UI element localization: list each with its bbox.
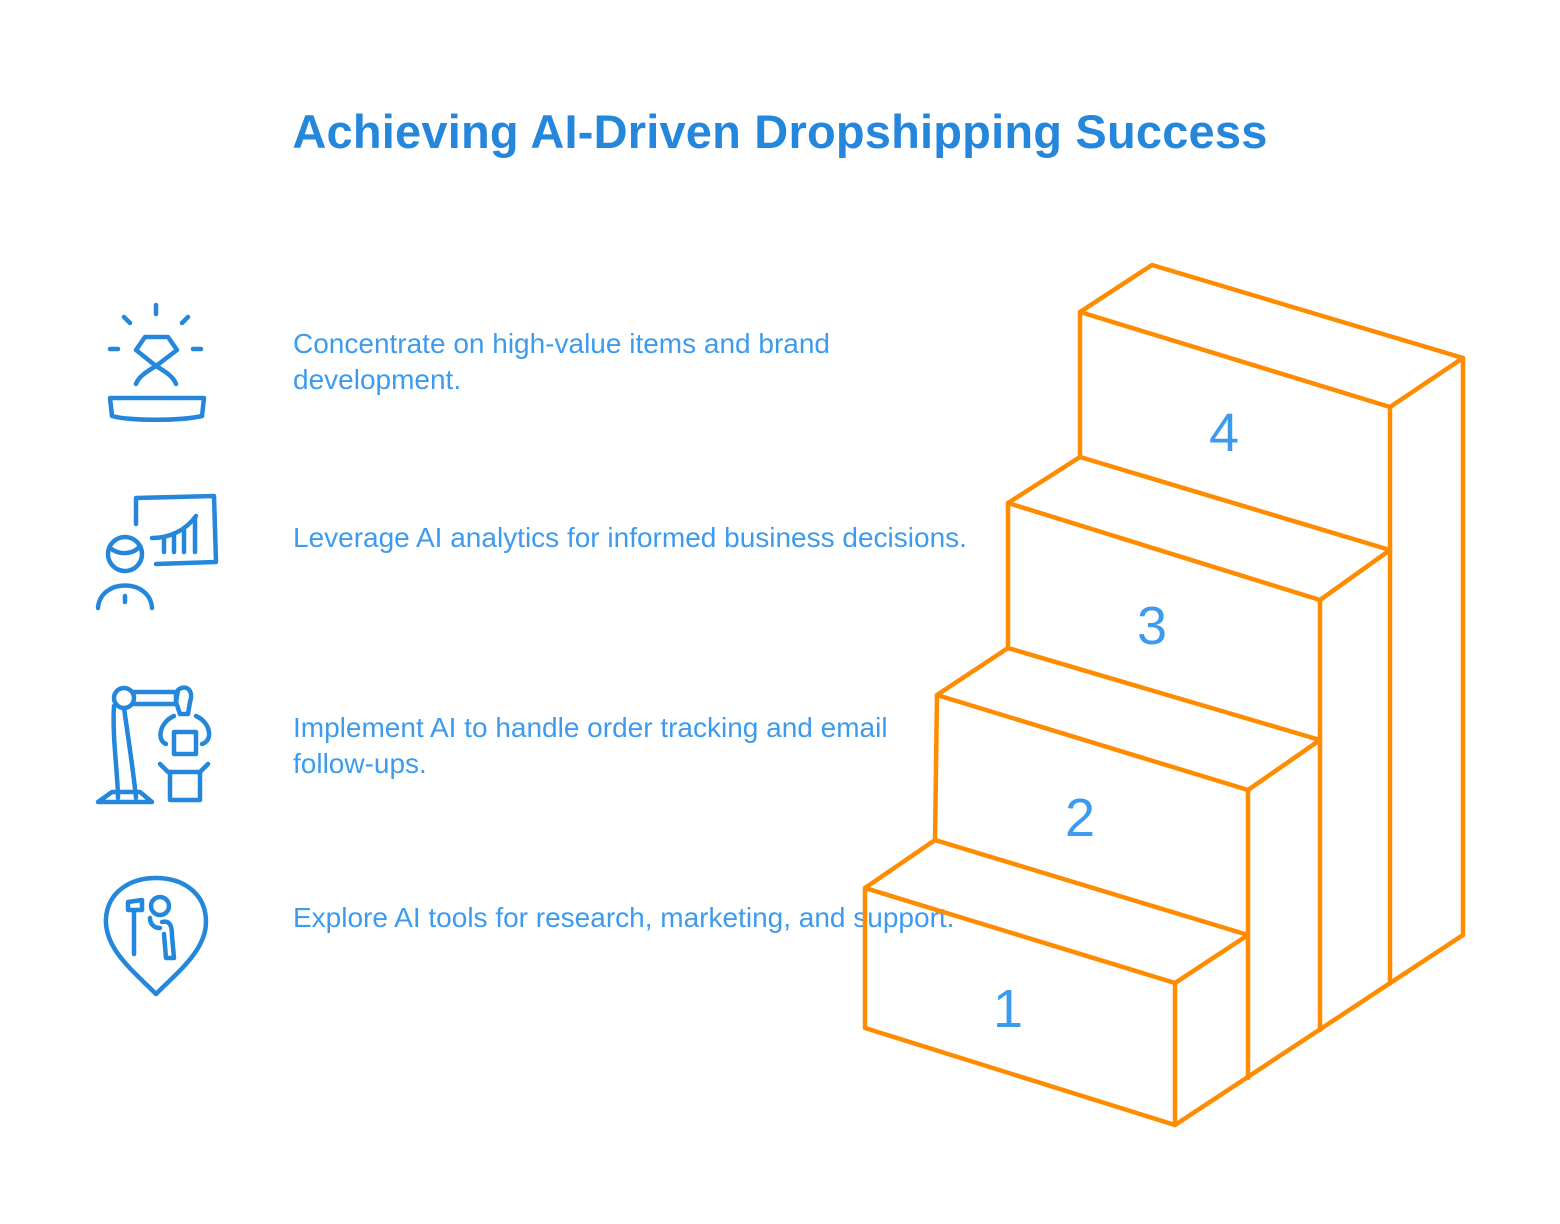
step-3-front-face — [1005, 500, 1323, 1033]
analytics-presentation-icon — [95, 493, 219, 611]
list-item-explore-tools: Explore AI tools for research, marketing… — [90, 866, 990, 1006]
item-description: Leverage AI analytics for informed busin… — [293, 522, 967, 553]
diamond-ring-pedestal-icon — [107, 302, 207, 422]
list-item-order-tracking: Implement AI to handle order tracking an… — [90, 676, 990, 816]
step-1-label: 1 — [992, 979, 1024, 1039]
step-4-label: 4 — [1208, 403, 1240, 463]
research-location-pin-icon — [103, 875, 209, 997]
step-2-top-face — [934, 645, 1323, 793]
step-4-top-face — [1077, 262, 1466, 410]
step-3-label: 3 — [1136, 596, 1168, 656]
item-description: Concentrate on high-value items and bran… — [293, 328, 831, 395]
step-3-block — [1005, 454, 1393, 1033]
step-2-label: 2 — [1064, 788, 1096, 848]
robot-arm-packaging-icon — [95, 685, 212, 805]
page-title: Achieving AI-Driven Dropshipping Success — [292, 105, 1268, 158]
list-item-brand-development: Concentrate on high-value items and bran… — [90, 298, 990, 438]
list-item-ai-analytics: Leverage AI analytics for informed busin… — [90, 486, 990, 626]
item-description: Implement AI to handle order tracking an… — [293, 712, 888, 779]
item-description: Explore AI tools for research, marketing… — [293, 902, 955, 933]
staircase-side-edge — [1172, 355, 1466, 1128]
step-3-top-face — [1005, 454, 1393, 603]
